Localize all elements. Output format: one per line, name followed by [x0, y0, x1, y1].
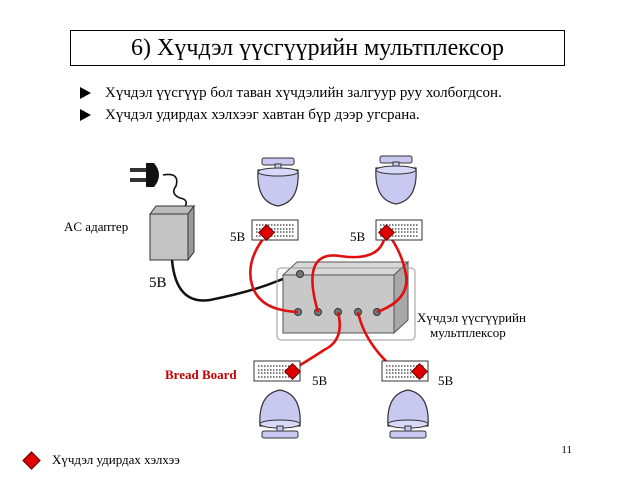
- slide-title: 6) Хүчдэл үүсгүүрийн мультплексор: [70, 30, 565, 66]
- multiplexer-label-line2: мультплексор: [430, 325, 506, 340]
- multiplexer-label-line1: Хүчдэл үүсгүүрийн: [417, 310, 526, 325]
- bullet-list: Хүчдэл үүсгүүр бол таван хүчдэлийн залгу…: [80, 82, 502, 126]
- bullet-text: Хүчдэл үүсгүүр бол таван хүчдэлийн залгу…: [105, 85, 502, 101]
- voltage-multiplexer-box: [276, 260, 416, 341]
- bullet-arrow-icon: [80, 109, 91, 121]
- adapter-cable: [170, 259, 301, 302]
- bullet-item: Хүчдэл удирдах хэлхээг хавтан бүр дээр у…: [80, 104, 502, 126]
- page-number: 11: [561, 444, 572, 456]
- legend: Хүчдэл удирдах хэлхээ: [22, 450, 180, 470]
- adapter-voltage-label: 5В: [149, 275, 167, 291]
- computer-icon: [375, 155, 417, 205]
- breadboard-label: Bread Board: [165, 367, 237, 382]
- control-circuit-icon: [378, 224, 395, 241]
- computer-icon: [259, 389, 301, 439]
- control-circuit-legend-icon: [22, 450, 41, 470]
- bullet-arrow-icon: [80, 87, 91, 99]
- red-wires: [249, 233, 408, 374]
- ac-adapter-label: AC адаптер: [64, 219, 129, 234]
- control-circuit-icon: [258, 224, 275, 241]
- control-circuit-icon: [411, 363, 428, 380]
- voltage-label: 5В: [312, 373, 328, 388]
- computer-icon: [387, 389, 429, 439]
- bullet-item: Хүчдэл үүсгүүр бол таван хүчдэлийн залгу…: [80, 82, 502, 104]
- computer-icon: [257, 157, 299, 207]
- bullet-text: Хүчдэл удирдах хэлхээг хавтан бүр дээр у…: [105, 107, 420, 123]
- ac-adapter-icon: [149, 204, 195, 262]
- control-circuit-icon: [284, 363, 301, 380]
- legend-label: Хүчдэл удирдах хэлхээ: [52, 452, 180, 467]
- voltage-label: 5В: [230, 229, 246, 244]
- voltage-label: 5В: [350, 229, 366, 244]
- voltage-label: 5В: [438, 373, 454, 388]
- power-plug-icon: [130, 163, 188, 209]
- breadboard-icon: [251, 219, 299, 241]
